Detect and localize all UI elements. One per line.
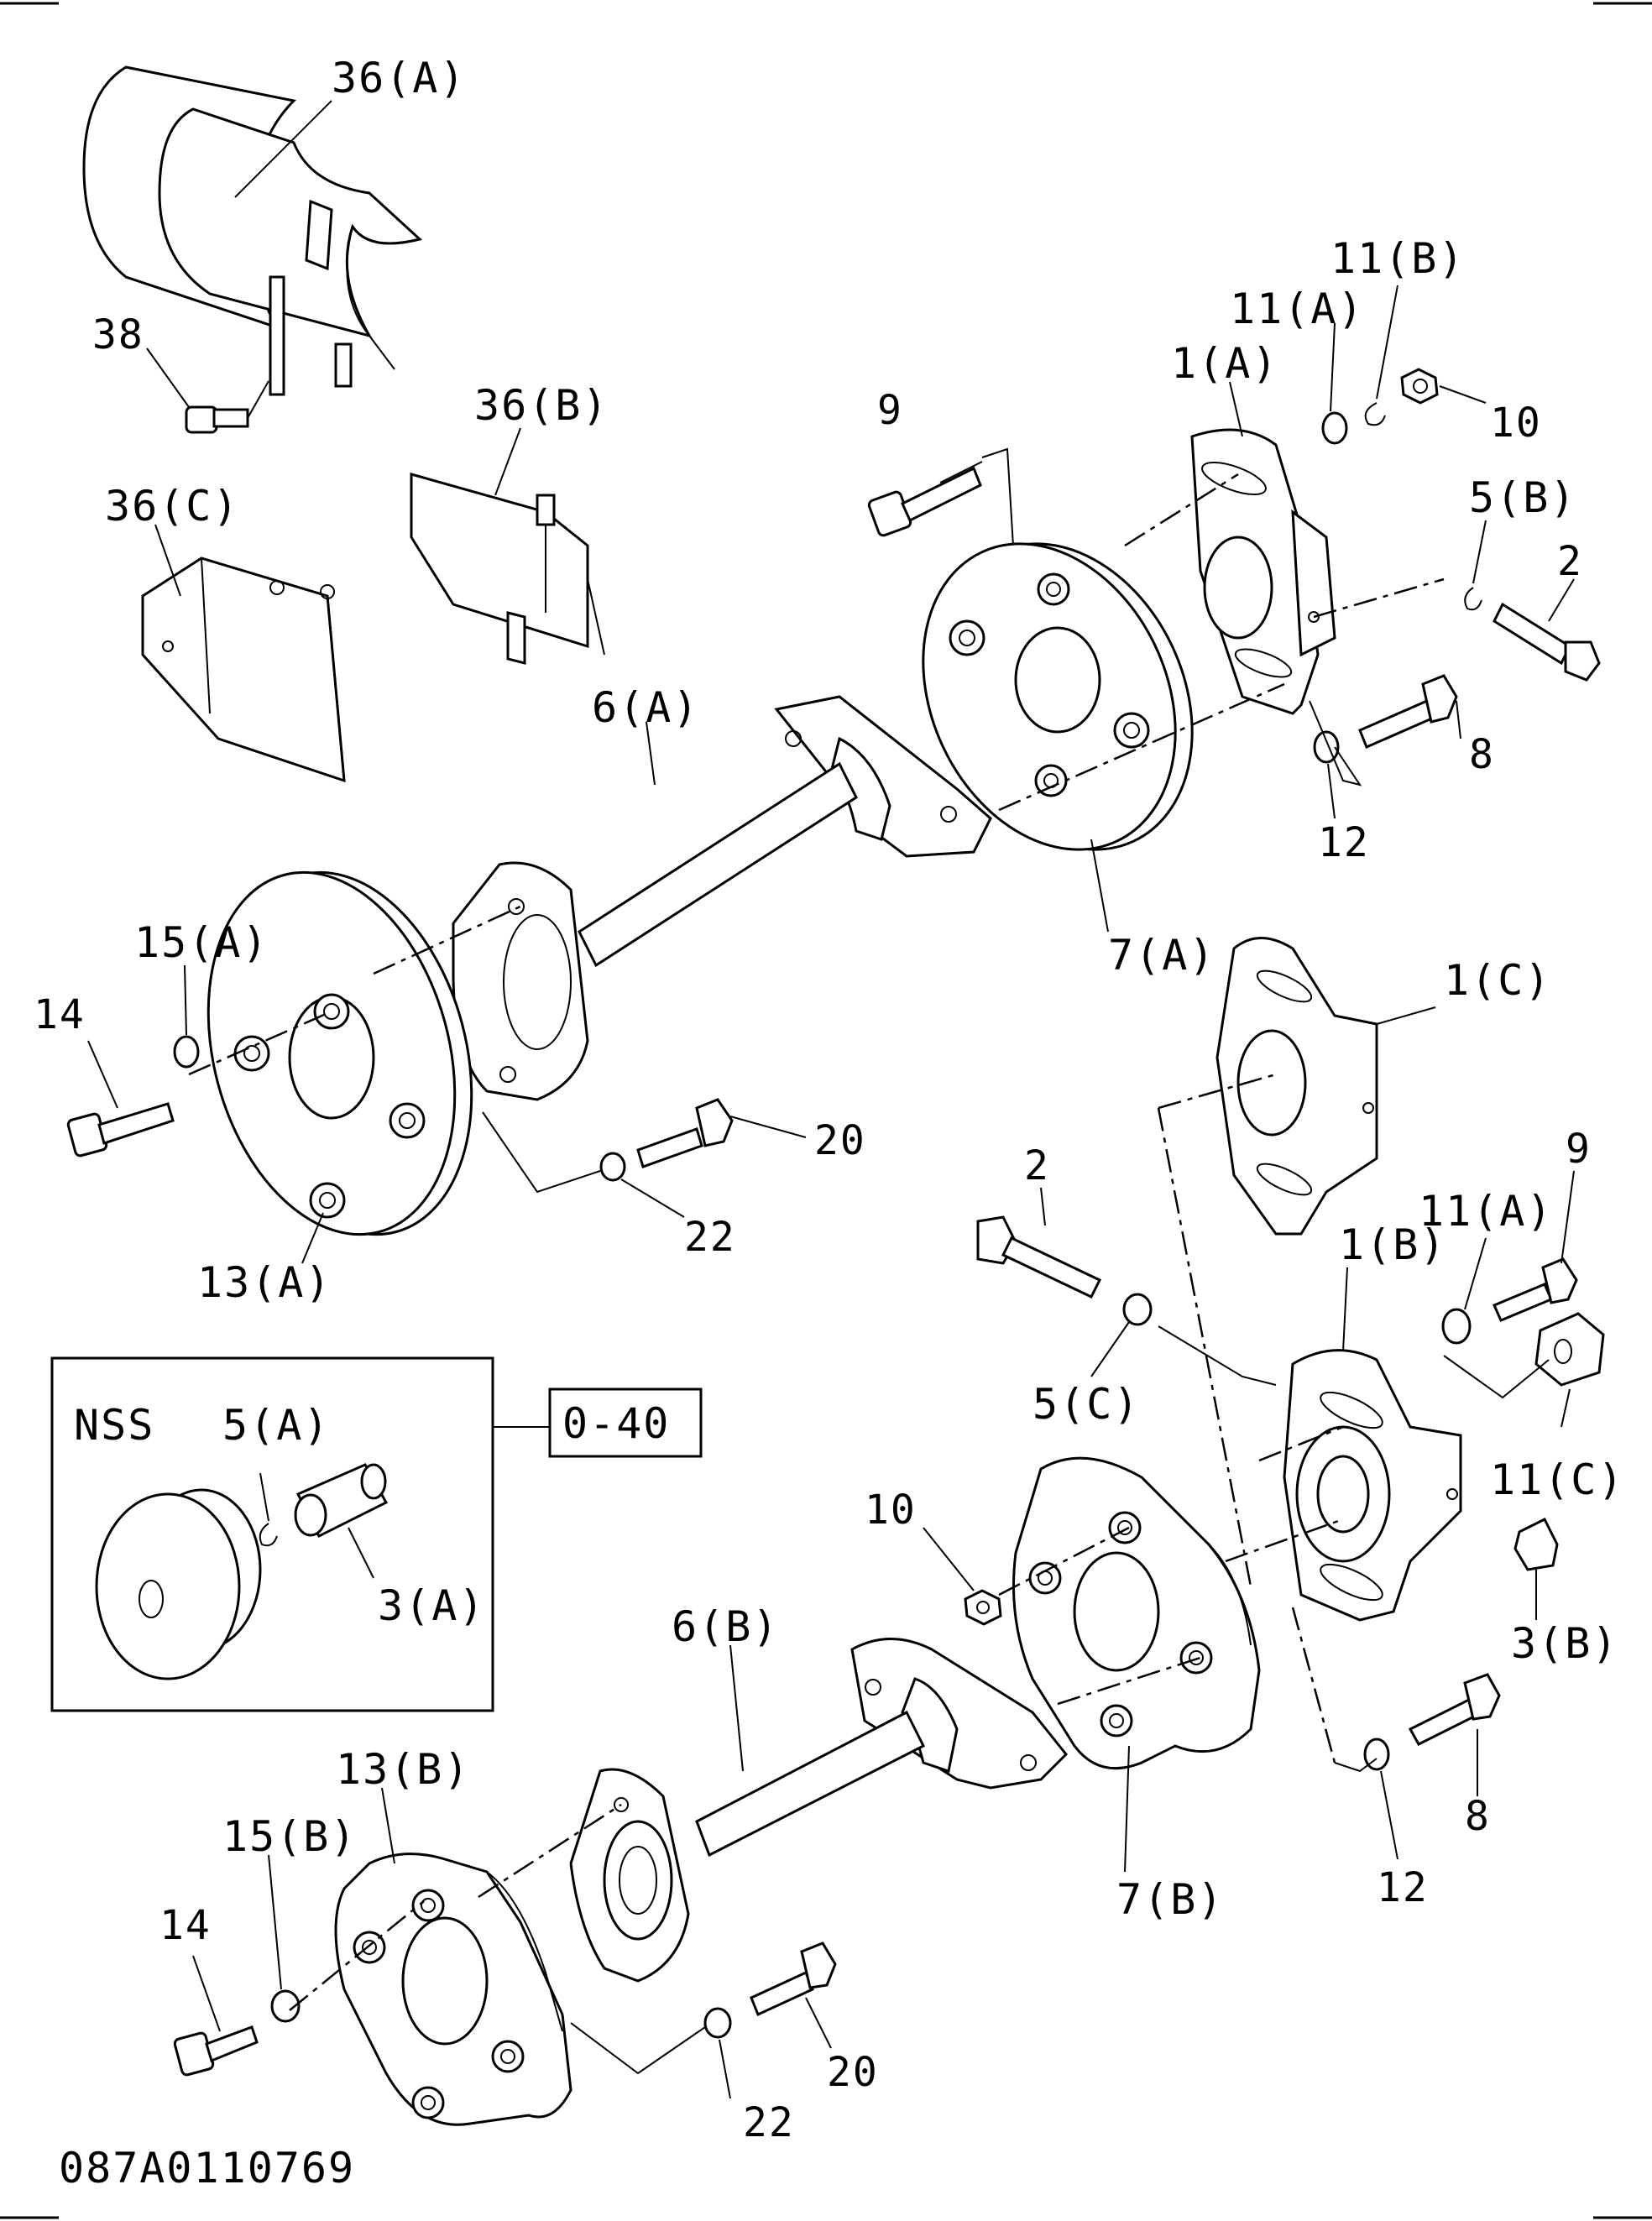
- part-11a-washer-mid: [1441, 1308, 1472, 1345]
- part-12-washer-top: [1313, 730, 1340, 764]
- center-lines: [188, 473, 1550, 2075]
- label-20-top: 20: [814, 1117, 866, 1164]
- part-11c-block: [1534, 1312, 1605, 1387]
- callout-labels: 36(A) 38 36(B) 36(C) 9 11(B) 11(A) 1(A) …: [34, 54, 1625, 2192]
- part-11b-clip-top: [1364, 402, 1386, 426]
- label-5a: 5(A): [222, 1401, 330, 1450]
- part-14-bolt-bot: [173, 2025, 259, 2077]
- label-36b: 36(B): [474, 381, 609, 430]
- part-7b-disc: [1012, 1456, 1261, 1770]
- label-14-top: 14: [34, 991, 86, 1038]
- part-7a-disc: [922, 542, 1194, 851]
- label-7a: 7(A): [1108, 931, 1215, 980]
- label-3b: 3(B): [1511, 1619, 1618, 1668]
- inset-3a-spacer: [294, 1463, 389, 1539]
- part-10-nut-mid: [964, 1589, 1002, 1626]
- part-13a-disc: [206, 870, 473, 1236]
- part-20-bolt-top: [636, 1098, 734, 1168]
- part-1b-hub: [1283, 1349, 1462, 1622]
- label-1b: 1(B): [1339, 1220, 1446, 1269]
- label-5c: 5(C): [1032, 1380, 1140, 1429]
- part-20-bolt-bot: [750, 1941, 837, 2017]
- part-38-bolt: [185, 380, 269, 434]
- label-38: 38: [92, 311, 144, 358]
- part-14-bolt-top: [66, 1102, 175, 1158]
- part-15a-washer: [173, 1035, 200, 1069]
- label-1a: 1(A): [1171, 339, 1278, 388]
- label-12-top: 12: [1318, 819, 1370, 866]
- label-13a: 13(A): [197, 1258, 332, 1307]
- label-22-top: 22: [684, 1214, 736, 1261]
- label-5b: 5(B): [1469, 473, 1576, 522]
- label-15a: 15(A): [134, 918, 269, 967]
- inset-box: [50, 1356, 703, 1712]
- label-11b-top: 11(B): [1330, 234, 1466, 283]
- part-2-bolt-top: [1493, 602, 1601, 682]
- leader-lines: [87, 100, 1575, 2099]
- part-2-bolt-mid: [976, 1215, 1102, 1299]
- leader-9-top: [981, 447, 1017, 588]
- part-22-washer-top: [599, 1152, 626, 1182]
- label-12-bot: 12: [1377, 1864, 1429, 1911]
- label-36c: 36(C): [105, 482, 240, 530]
- inset-pulley: [95, 1488, 262, 1680]
- part-3b-block: [1513, 1517, 1559, 1571]
- part-5b-clip: [1464, 587, 1482, 611]
- label-3a: 3(A): [378, 1581, 485, 1630]
- inset-5a-clip: [259, 1523, 278, 1547]
- label-22-bot: 22: [743, 2099, 795, 2146]
- label-14-bot: 14: [159, 1902, 212, 1949]
- part-36b-bracket: [410, 473, 605, 665]
- part-11a-washer-top: [1321, 411, 1348, 445]
- label-10-top: 10: [1490, 400, 1542, 447]
- part-6a-shaft: [452, 695, 992, 1101]
- part-9-bolt-mid: [1493, 1257, 1578, 1322]
- part-15b-washer: [270, 1989, 301, 2023]
- label-1c: 1(C): [1444, 956, 1551, 1005]
- label-8-top: 8: [1469, 731, 1495, 778]
- drawing-number: 087A0110769: [59, 2144, 355, 2192]
- part-36c-bracket: [141, 557, 346, 783]
- label-2-mid: 2: [1024, 1142, 1050, 1189]
- part-1a-hub: [1190, 428, 1336, 715]
- part-8-bolt-top: [1358, 674, 1458, 749]
- label-11c: 11(C): [1490, 1455, 1625, 1504]
- label-13b: 13(B): [336, 1745, 471, 1794]
- part-22-washer-bot: [703, 2007, 732, 2039]
- part-36a-cover: [82, 65, 423, 396]
- label-10-mid: 10: [865, 1487, 917, 1534]
- label-8-bot: 8: [1465, 1793, 1491, 1840]
- label-20-bot: 20: [827, 2049, 879, 2096]
- label-9-mid: 9: [1566, 1126, 1592, 1173]
- part-1c-hub: [1215, 937, 1378, 1236]
- part-10-nut-top: [1400, 368, 1439, 405]
- label-15b: 15(B): [222, 1812, 358, 1861]
- label-2-top: 2: [1557, 538, 1583, 585]
- label-nss: NSS: [74, 1401, 154, 1450]
- part-6b-shaft: [569, 1638, 1069, 1983]
- label-ref-0-40: 0-40: [562, 1399, 670, 1448]
- label-9-top: 9: [877, 387, 903, 434]
- label-7b: 7(B): [1116, 1875, 1224, 1924]
- label-36a: 36(A): [332, 54, 467, 102]
- label-11a-mid: 11(A): [1419, 1187, 1554, 1236]
- label-6a: 6(A): [592, 683, 699, 732]
- label-11a-top: 11(A): [1230, 285, 1365, 333]
- label-6b: 6(B): [672, 1602, 779, 1651]
- part-13b-disc: [334, 1853, 572, 2126]
- part-5c-washer: [1122, 1293, 1153, 1326]
- part-8-bolt-bot: [1408, 1673, 1501, 1746]
- part-9-bolt-top: [867, 461, 983, 537]
